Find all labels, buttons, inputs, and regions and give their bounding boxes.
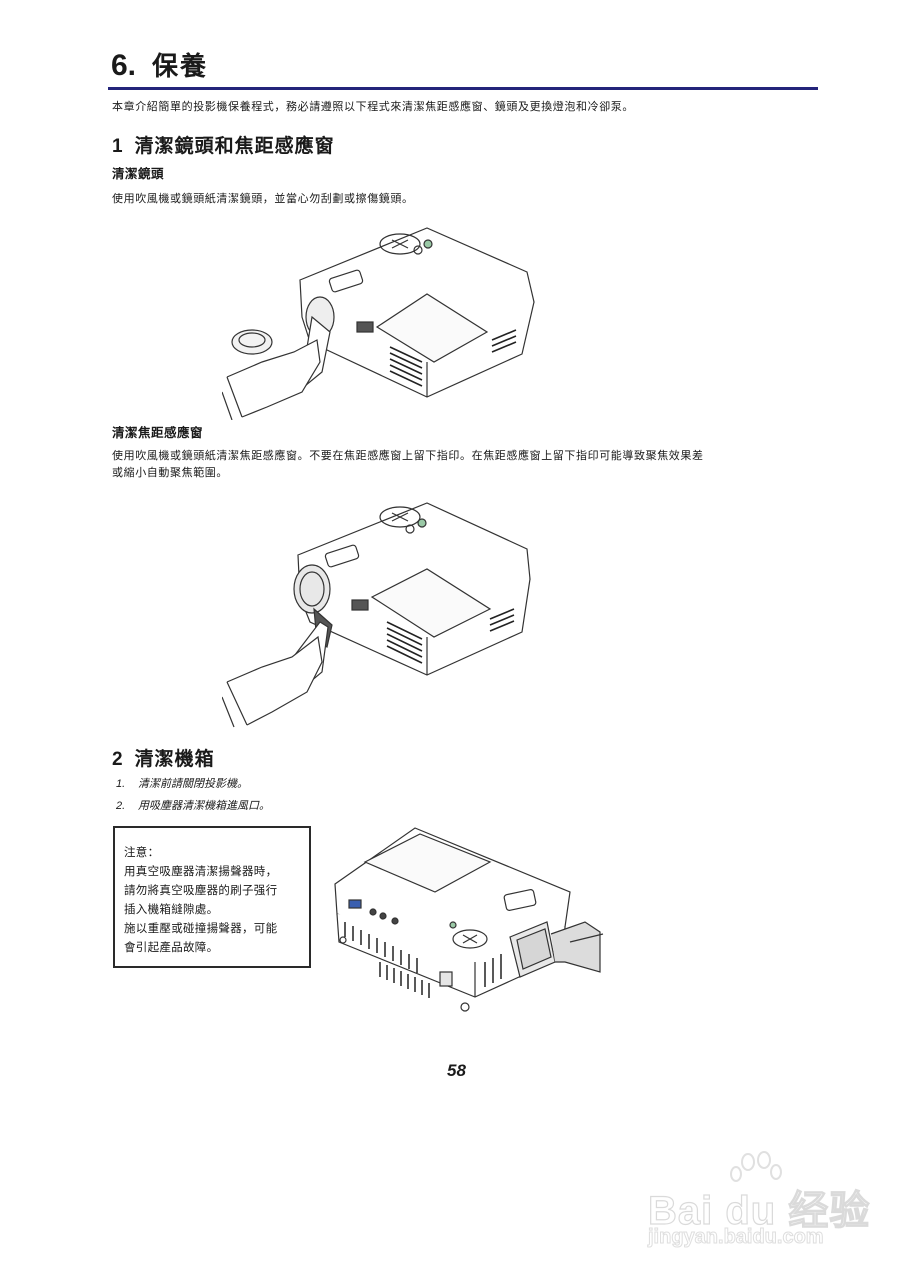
note-line: 請勿將真空吸塵器的刷子强行 [124,883,278,897]
watermark-url: jingyan.baidu.com [648,1226,825,1249]
sensor-window-text-line2: 或縮小自動聚焦範圍。 [112,466,228,479]
section-number: 1 [112,136,123,157]
note-line: 施以重壓或碰撞揚聲器，可能 [124,921,278,935]
note-line: 用真空吸塵器清潔揚聲器時， [124,864,278,878]
step-number: 1. [116,778,126,790]
chapter-number: 6. [111,49,137,82]
section-title: 清潔機箱 [134,748,215,770]
lens-cleaning-heading: 清潔鏡頭 [112,166,165,181]
caution-note-box: 注意： 用真空吸塵器清潔揚聲器時， 請勿將真空吸塵器的刷子强行 插入機箱縫隙處。… [113,826,311,968]
baidu-jingyan-watermark: Bai du 经验 jingyan.baidu.com [647,1150,898,1250]
step-number: 2. [116,800,126,812]
note-heading: 注意： [124,845,160,859]
projector-vacuum-cleaning-illustration [325,822,605,1017]
section-1-heading: 1 清潔鏡頭和焦距感應窗 [112,133,335,160]
projector-lens-cleaning-illustration [222,222,540,420]
watermark-brand: Bai du 经验 [647,1188,871,1233]
paw-icon [730,1151,782,1182]
cleaning-steps-list: 1. 清潔前請關閉投影機。 2. 用吸塵器清潔機箱進風口。 [116,773,270,817]
sensor-window-text-line1: 使用吹風機或鏡頭紙清潔焦距感應窗。不要在焦距感應窗上留下指印。在焦距感應窗上留下… [112,449,704,462]
step-item: 1. 清潔前請關閉投影機。 [116,773,270,795]
sensor-window-heading: 清潔焦距感應窗 [112,425,204,440]
intro-paragraph: 本章介紹簡單的投影機保養程式，務必請遵照以下程式來清潔焦距感應窗、鏡頭及更換燈泡… [112,100,634,113]
projector-sensor-window-cleaning-illustration [222,497,540,729]
section-2-heading: 2 清潔機箱 [112,746,215,773]
section-title: 清潔鏡頭和焦距感應窗 [134,135,335,157]
step-text: 清潔前請關閉投影機。 [138,777,248,790]
note-line: 會引起產品故障。 [124,940,219,954]
lens-cleaning-text: 使用吹風機或鏡頭紙清潔鏡頭，並當心勿刮劃或擦傷鏡頭。 [112,192,414,205]
chapter-title: 6. 保養 [111,48,208,85]
page-number: 58 [447,1061,466,1080]
step-item: 2. 用吸塵器清潔機箱進風口。 [116,795,270,817]
note-line: 插入機箱縫隙處。 [124,902,219,916]
title-rule [108,87,818,90]
section-number: 2 [112,749,123,770]
chapter-name: 保養 [152,52,209,82]
step-text: 用吸塵器清潔機箱進風口。 [138,799,270,812]
